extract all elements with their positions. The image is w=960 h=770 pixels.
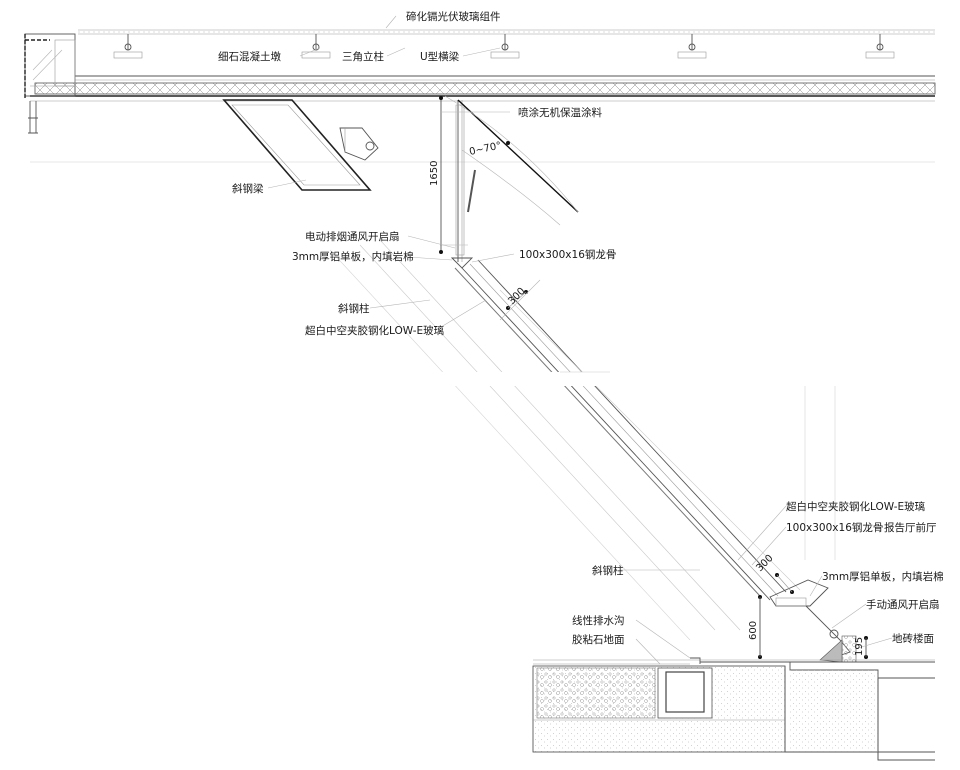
label-pv-glass: 碲化镉光伏玻璃组件 — [406, 10, 501, 23]
label-concrete-pier: 细石混凝土墩 — [218, 50, 281, 63]
label-tile-floor: 地砖楼面 — [892, 632, 934, 645]
label-alu-panel-top: 3mm厚铝单板，内填岩棉 — [292, 250, 414, 263]
base-section — [532, 386, 935, 761]
label-keel-top: 100x300x16钢龙骨 — [519, 248, 616, 261]
label-inclined-beam: 斜钢梁 — [232, 182, 264, 195]
dim-300-bottom: 300 — [754, 553, 775, 574]
label-angle: 0~70° — [468, 140, 502, 158]
label-alu-panel-bottom: 3mm厚铝单板，内填岩棉 — [822, 570, 944, 583]
label-triangle-post: 三角立柱 — [342, 50, 384, 63]
label-stone-floor: 胶粘石地面 — [572, 633, 625, 646]
leader-lines — [267, 15, 893, 665]
label-insulation-coating: 喷涂无机保温涂料 — [518, 106, 602, 119]
label-u-beam: U型横梁 — [420, 50, 460, 63]
label-manual-vent: 手动通风开启扇 — [866, 598, 940, 611]
inclined-beam-shape — [222, 99, 372, 191]
dim-300-top: 300 — [506, 286, 527, 307]
roof-section — [24, 29, 936, 269]
label-glass-bottom: 超白中空夹胶钢化LOW-E玻璃 — [786, 500, 925, 513]
pv-supports — [113, 34, 895, 59]
label-keel-bottom: 100x300x16钢龙骨 — [786, 521, 883, 534]
label-inclined-column-bottom: 斜钢柱 — [592, 564, 624, 577]
label-inclined-column-top: 斜钢柱 — [338, 302, 370, 315]
label-electric-vent: 电动排烟通风开启扇 — [305, 230, 400, 243]
dim-600: 600 — [748, 621, 759, 640]
label-lobby: 报告厅前厅 — [884, 521, 937, 534]
inclined-glass-wall — [0, 239, 960, 641]
label-glass-top: 超白中空夹胶钢化LOW-E玻璃 — [305, 324, 444, 337]
label-linear-drain: 线性排水沟 — [572, 614, 625, 627]
dim-195: 195 — [854, 637, 865, 656]
dim-1650: 1650 — [429, 161, 440, 186]
